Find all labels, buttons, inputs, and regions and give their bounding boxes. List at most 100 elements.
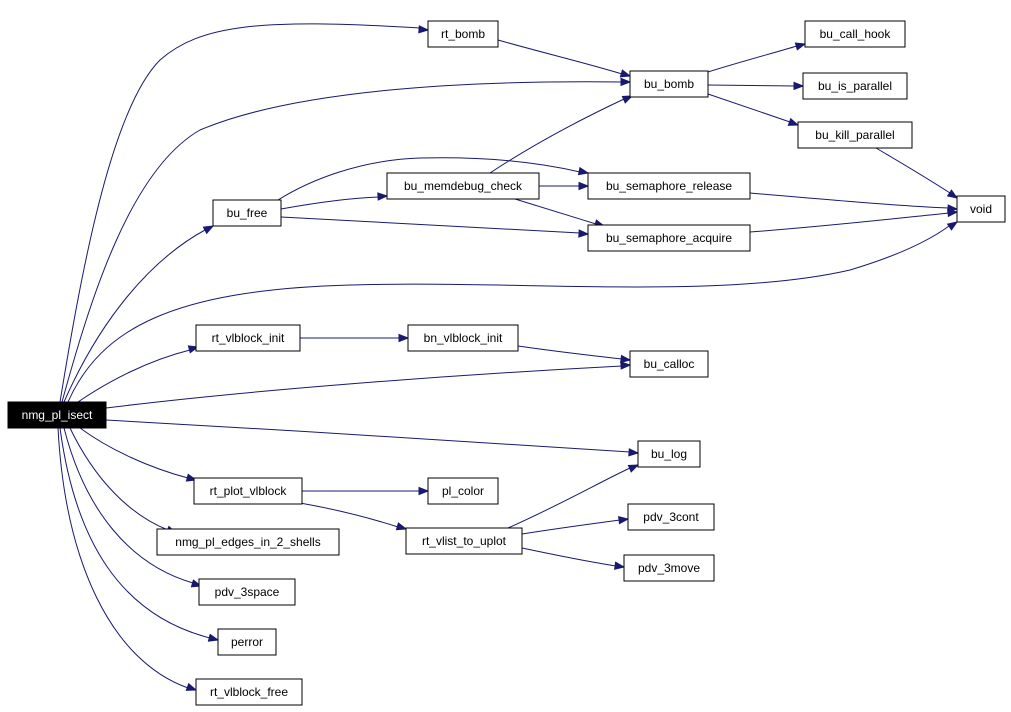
edge-arrowhead [614, 561, 626, 570]
edge-bu_free-to-bu_memdebug_check [280, 192, 389, 210]
node-label: bu_log [651, 447, 687, 461]
nodes-layer: nmg_pl_isect rt_bomb bu_bomb bu_call_hookbu… [7, 20, 1006, 706]
node-bu-kill-parallel[interactable]: bu_kill_parallel [797, 121, 913, 149]
edge-bn_vlblock_init-to-bu_calloc [517, 345, 632, 364]
edge-line [489, 98, 625, 174]
edge-nmg_pl_isect-to-rt_vlblock_free [57, 427, 198, 691]
node-label: bu_memdebug_check [404, 179, 523, 193]
edge-arrowhead [947, 208, 959, 218]
node-label: bu_is_parallel [818, 79, 892, 93]
edge-bu_kill_parallel-to-void [875, 147, 959, 199]
node-rt-vlblock-free[interactable]: rt_vlblock_free [195, 678, 303, 706]
node-label: rt_vlblock_free [210, 685, 288, 699]
node-rt-vlblock-init[interactable]: rt_vlblock_init [195, 324, 301, 352]
node-box[interactable] [195, 678, 303, 706]
edge-line [277, 157, 581, 201]
edge-arrowhead [619, 69, 632, 78]
node-rt-bomb[interactable]: rt_bomb [427, 20, 499, 48]
node-rt-vlist-to-uplot[interactable]: rt_vlist_to_uplot [405, 527, 523, 555]
node-rt-plot-vlblock[interactable]: rt_plot_vlblock [193, 477, 303, 505]
node-perror[interactable]: perror [217, 628, 277, 656]
node-box[interactable] [193, 477, 303, 505]
node-label: bn_vlblock_init [424, 331, 503, 345]
edge-arrowhead [395, 522, 408, 531]
node-box[interactable] [623, 554, 715, 582]
node-nmg-pl-edges-in-2-shells[interactable]: nmg_pl_edges_in_2_shells [156, 528, 340, 556]
node-box[interactable] [627, 503, 715, 531]
node-pdv-3cont[interactable]: pdv_3cont [627, 503, 715, 531]
edge-nmg_pl_isect-to-rt_bomb [59, 23, 430, 403]
edge-rt_vlist_to_uplot-to-pdv_3cont [521, 516, 630, 535]
edge-arrowhead [618, 516, 630, 525]
edge-line [61, 81, 623, 403]
edge-line [67, 225, 950, 403]
edge-arrowhead [628, 448, 640, 457]
edge-arrowhead [377, 192, 389, 201]
node-void[interactable]: void [956, 195, 1006, 223]
node-box[interactable] [427, 477, 499, 505]
edge-line [749, 192, 950, 209]
node-label: rt_bomb [441, 27, 485, 41]
node-bu-semaphore-acquire[interactable]: bu_semaphore_acquire [587, 224, 751, 252]
node-pl-color[interactable]: pl_color [427, 477, 499, 505]
node-box[interactable] [407, 324, 519, 352]
node-box[interactable] [386, 172, 540, 200]
node-box[interactable] [629, 350, 709, 378]
node-bu-free[interactable]: bu_free [212, 199, 282, 227]
node-label: nmg_pl_isect [22, 408, 93, 422]
node-box[interactable] [629, 70, 709, 98]
edge-rt_vlist_to_uplot-to-pdv_3move [521, 547, 626, 570]
edge-bu_memdebug_check-to-bu_semaphore_release [539, 181, 590, 191]
node-pdv-3space[interactable]: pdv_3space [198, 578, 296, 606]
node-label: bu_semaphore_release [606, 179, 732, 193]
edge-line [77, 349, 191, 403]
edge-line [507, 467, 631, 529]
node-box[interactable] [804, 20, 906, 48]
edge-bu_semaphore_acquire-to-void [749, 208, 959, 233]
edge-rt_plot_vlblock-to-pl_color [302, 486, 430, 496]
node-box[interactable] [797, 121, 913, 149]
edge-line [517, 345, 623, 360]
node-box[interactable] [156, 528, 340, 556]
node-box[interactable] [587, 172, 751, 200]
edge-line [707, 93, 791, 123]
node-box[interactable] [195, 324, 301, 352]
node-bu-log[interactable]: bu_log [637, 440, 701, 468]
edge-line [514, 198, 597, 225]
node-bu-call-hook[interactable]: bu_call_hook [804, 20, 906, 48]
node-bu-is-parallel[interactable]: bu_is_parallel [802, 72, 908, 100]
node-label: pdv_3move [638, 561, 700, 575]
edge-nmg_pl_isect-to-bu_free [63, 225, 215, 403]
edge-line [59, 427, 211, 639]
edge-nmg_pl_isect-to-pdv_3space [63, 427, 203, 588]
edge-arrowhead [946, 189, 959, 199]
node-box[interactable] [7, 401, 107, 429]
node-box[interactable] [212, 199, 282, 227]
edge-nmg_pl_isect-to-void [67, 221, 959, 403]
node-box[interactable] [405, 527, 523, 555]
edge-line [280, 196, 380, 210]
node-box[interactable] [802, 72, 908, 100]
node-bu-memdebug-check[interactable]: bu_memdebug_check [386, 172, 540, 200]
node-bu-bomb[interactable]: bu_bomb [629, 70, 709, 98]
node-nmg-pl-isect[interactable]: nmg_pl_isect [7, 401, 107, 429]
node-bu-calloc[interactable]: bu_calloc [629, 350, 709, 378]
edge-bu_bomb-to-bu_call_hook [707, 42, 807, 73]
edge-line [299, 502, 399, 528]
node-label: void [970, 202, 992, 216]
edge-line [63, 427, 194, 584]
edge-line [521, 547, 617, 567]
node-bu-semaphore-release[interactable]: bu_semaphore_release [587, 172, 751, 200]
node-box[interactable] [956, 195, 1006, 223]
node-box[interactable] [587, 224, 751, 252]
node-box[interactable] [198, 578, 296, 606]
node-box[interactable] [217, 628, 277, 656]
edge-rt_plot_vlblock-to-rt_vlist_to_uplot [299, 502, 408, 531]
edge-rt_vlist_to_uplot-to-bu_log [507, 464, 640, 529]
edge-line [105, 419, 631, 453]
node-box[interactable] [427, 20, 499, 48]
node-box[interactable] [637, 440, 701, 468]
node-bn-vlblock-init[interactable]: bn_vlblock_init [407, 324, 519, 352]
node-pdv-3move[interactable]: pdv_3move [623, 554, 715, 582]
edge-arrowhead [620, 354, 632, 364]
